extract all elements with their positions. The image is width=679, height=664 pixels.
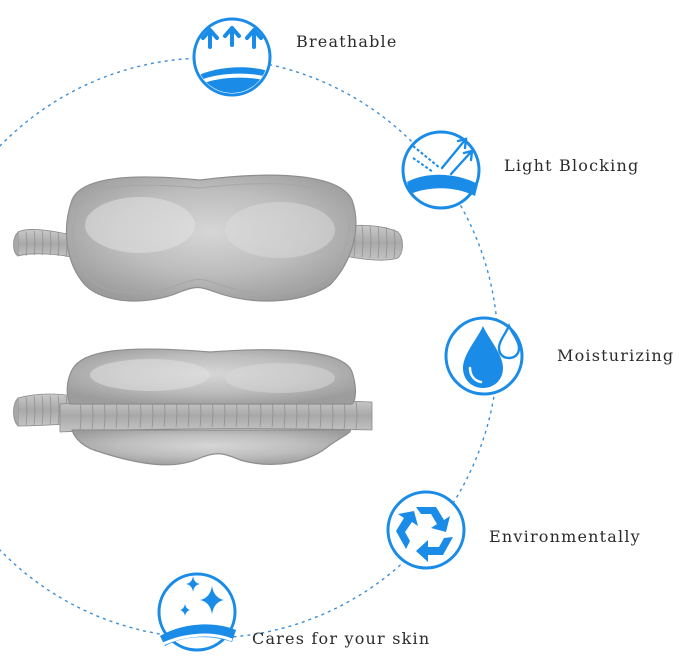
light-blocking-icon: [401, 130, 481, 210]
feature-label-cares-for-skin: Cares for your skin: [252, 629, 431, 648]
breathable-icon: [192, 17, 272, 97]
feature-label-moisturizing: Moisturizing: [557, 346, 675, 365]
sparkle-skin-icon: [157, 572, 237, 652]
feature-label-light-blocking: Light Blocking: [504, 156, 640, 175]
recycle-icon: [386, 490, 466, 570]
silk-mask-front-view: [13, 174, 403, 302]
moisturizing-icon: [444, 316, 524, 396]
feature-label-breathable: Breathable: [296, 32, 398, 51]
silk-mask-back-view: [13, 348, 373, 466]
feature-label-environmentally: Environmentally: [489, 527, 641, 546]
